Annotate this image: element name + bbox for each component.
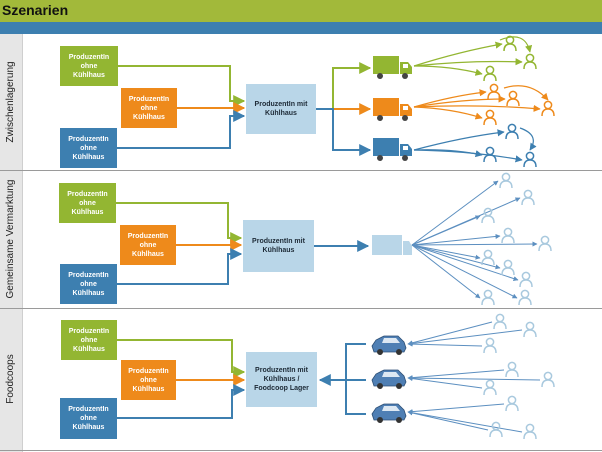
connector-arrow [116, 202, 243, 244]
page-title: Szenarien [2, 2, 69, 18]
producer-foodcoop-storage-box: ProduzentIn mit Kühlhaus / Foodcoop Lage… [246, 352, 317, 407]
connector-arrow [413, 106, 483, 120]
connector-arrow [411, 244, 501, 270]
row-divider [0, 170, 602, 171]
person-icon [505, 395, 519, 412]
connector-arrow [413, 129, 505, 151]
person-icon [487, 83, 501, 100]
person-icon [501, 227, 515, 244]
connector-arrow [407, 329, 523, 346]
producer-orange-box: ProduzentIn ohne Kühlhaus [120, 225, 176, 265]
connector-arrow [413, 149, 523, 163]
person-icon [505, 361, 519, 378]
producer-green-box: ProduzentIn ohne Kühlhaus [61, 320, 117, 360]
connector-arrow [345, 380, 366, 415]
connector-arrow [411, 244, 481, 299]
person-icon [483, 109, 497, 126]
connector-arrow [499, 36, 533, 53]
producer-green-box: ProduzentIn ohne Kühlhaus [60, 46, 118, 86]
person-icon [483, 146, 497, 163]
person-icon [541, 371, 555, 388]
connector-arrow [407, 410, 523, 433]
person-icon [541, 100, 555, 117]
person-icon [523, 423, 537, 440]
connector-arrow [407, 375, 541, 381]
car-icon [371, 369, 407, 389]
connector-arrow [413, 89, 487, 108]
connector-arrow [411, 244, 518, 299]
connector-arrow [413, 58, 523, 67]
producer-blue-box: ProduzentIn ohne Kühlhaus [60, 128, 117, 168]
producer-blue-box: ProduzentIn ohne Kühlhaus [60, 398, 117, 439]
producer-green-box: ProduzentIn ohne Kühlhaus [59, 183, 116, 223]
connector-arrow [316, 108, 372, 156]
person-icon [503, 35, 517, 52]
row-label-sidebar [0, 34, 23, 452]
connector-arrow [345, 343, 366, 380]
connector-arrow [413, 95, 506, 108]
truck-icon [373, 98, 412, 121]
person-icon [501, 259, 515, 276]
person-icon [483, 379, 497, 396]
connector-arrow [117, 110, 246, 149]
producer-blue-box: ProduzentIn ohne Kühlhaus [60, 264, 117, 304]
page-header: Szenarien [0, 0, 602, 22]
person-icon [499, 172, 513, 189]
connector-arrow [407, 369, 505, 381]
person-icon [523, 151, 537, 168]
connector-lines [116, 36, 549, 433]
connector-arrow [407, 403, 505, 415]
connector-arrow [118, 65, 246, 107]
car-icon [371, 403, 407, 423]
connector-arrow [411, 180, 499, 246]
icon-layer [371, 35, 555, 440]
connector-arrow [407, 321, 493, 346]
person-icon [483, 337, 497, 354]
person-icon [489, 421, 503, 438]
connector-arrow [413, 41, 503, 67]
person-icon [505, 123, 519, 140]
person-icon [481, 249, 495, 266]
row-divider [0, 450, 602, 451]
connector-arrow [413, 65, 483, 76]
connector-arrow [411, 244, 519, 281]
car-icon [371, 335, 407, 355]
producer-orange-box: ProduzentIn ohne Kühlhaus [121, 360, 176, 400]
truck-icon [372, 235, 412, 255]
connector-arrow [117, 248, 243, 285]
person-icon [538, 235, 552, 252]
connector-arrow [407, 376, 483, 389]
connector-arrow [411, 215, 481, 246]
connector-arrow [411, 241, 538, 247]
truck-icon [373, 138, 412, 161]
person-icon [506, 90, 520, 107]
producer-with-cold-storage-box: ProduzentIn mit Kühlhaus [243, 220, 314, 272]
truck-icon [373, 56, 412, 79]
person-icon [523, 321, 537, 338]
person-icon [518, 289, 532, 306]
person-icon [493, 313, 507, 330]
connector-arrow [407, 341, 483, 347]
person-icon [519, 271, 533, 288]
connector-arrow [411, 244, 481, 260]
connector-arrow [117, 339, 246, 378]
person-icon [483, 65, 497, 82]
person-icon [523, 53, 537, 70]
connector-arrow [411, 233, 501, 246]
connector-arrow [519, 127, 537, 151]
connector-arrow [117, 384, 246, 419]
connector-arrow [316, 62, 372, 110]
person-icon [481, 289, 495, 306]
row-divider [0, 308, 602, 309]
connector-arrow [503, 85, 549, 101]
producer-with-cold-storage-box: ProduzentIn mit Kühlhaus [246, 84, 316, 134]
header-stripe [0, 22, 602, 34]
connector-arrow [407, 410, 489, 431]
connector-arrow [413, 104, 541, 113]
producer-orange-box: ProduzentIn ohne Kühlhaus [121, 88, 177, 128]
person-icon [481, 207, 495, 224]
person-icon [521, 189, 535, 206]
